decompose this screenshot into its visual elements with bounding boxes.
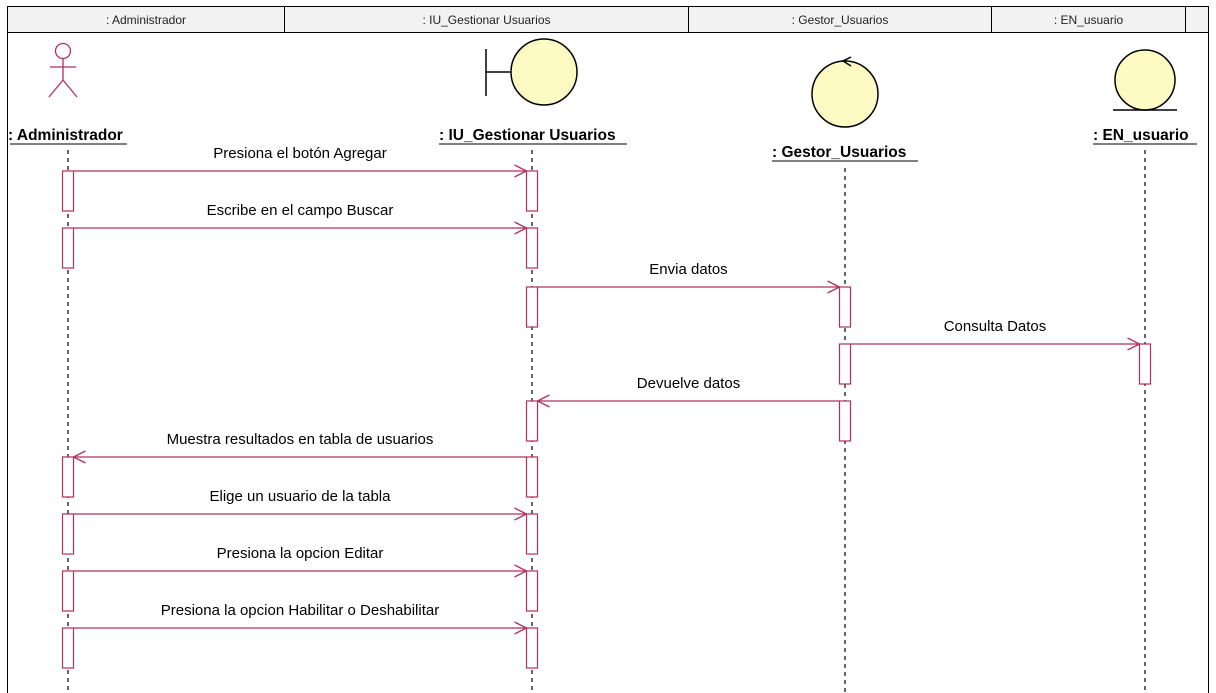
activation-bar-iu [525,513,539,555]
message-7[interactable]: Elige un usuario de la tabla [73,488,528,521]
message-label: Envia datos [649,261,727,278]
message-label: Devuelve datos [637,375,740,392]
entity-icon [1113,49,1177,111]
message-label: Muestra resultados en tabla de usuarios [167,431,434,448]
arrowhead-icon [514,621,528,635]
boundary-icon [485,38,578,106]
activation-bar-administrador [61,627,75,669]
arrowhead-icon [514,164,528,178]
message-label: Escribe en el campo Buscar [207,202,394,219]
activation-bar-gestor [838,400,852,442]
object-name-en: : EN_usuario [1093,127,1189,144]
message-label: Consulta Datos [944,318,1047,335]
header-cell-gestor[interactable]: : Gestor_Usuarios [689,7,992,32]
message-label: Presiona la opcion Editar [217,545,384,562]
activation-bar-iu [525,400,539,442]
message-label: Presiona la opcion Habilitar o Deshabili… [161,602,439,619]
message-4[interactable]: Consulta Datos [850,318,1141,351]
message-6[interactable]: Muestra resultados en tabla de usuarios [72,431,527,464]
lifeline-header-bar: : Administrador : IU_Gestionar Usuarios … [7,6,1209,33]
arrowhead-icon [72,450,86,464]
activation-bar-administrador [61,570,75,612]
message-label: Elige un usuario de la tabla [210,488,392,505]
activation-bar-administrador [61,513,75,555]
arrowhead-icon [1127,337,1141,351]
activation-bar-iu [525,570,539,612]
actor-administrador[interactable]: : Administrador [8,42,127,145]
object-iu-gestionar-usuarios[interactable]: : IU_Gestionar Usuarios [439,38,627,145]
message-5[interactable]: Devuelve datos [536,375,840,408]
activation-bar-en [1138,343,1152,385]
activation-bar-iu [525,456,539,498]
activation-bar-iu [525,286,539,328]
message-label: Presiona el botón Agregar [213,145,386,162]
header-cell-en[interactable]: : EN_usuario [992,7,1186,32]
activation-bar-iu [525,227,539,269]
arrowhead-icon [514,221,528,235]
message-2[interactable]: Escribe en el campo Buscar [73,202,528,235]
activation-bars [61,170,1152,669]
activation-bar-gestor [838,286,852,328]
activation-bar-gestor [838,343,852,385]
message-1[interactable]: Presiona el botón Agregar [73,145,528,178]
activation-bar-administrador [61,456,75,498]
message-9[interactable]: Presiona la opcion Habilitar o Deshabili… [73,602,528,635]
header-cell-iu[interactable]: : IU_Gestionar Usuarios [285,7,689,32]
arrowhead-icon [514,564,528,578]
control-icon [811,56,879,128]
activation-bar-administrador [61,170,75,212]
arrowhead-icon [514,507,528,521]
object-gestor-usuarios[interactable]: : Gestor_Usuarios [772,56,918,162]
message-3[interactable]: Envia datos [537,261,841,294]
object-en-usuario[interactable]: : EN_usuario [1093,49,1197,145]
activation-bar-administrador [61,227,75,269]
stick-figure-icon [48,42,78,98]
header-cell-administrador[interactable]: : Administrador [8,7,285,32]
object-name-gestor: : Gestor_Usuarios [772,144,906,161]
actor-name-administrador: : Administrador [8,127,123,144]
message-8[interactable]: Presiona la opcion Editar [73,545,528,578]
activation-bar-iu [525,627,539,669]
arrowhead-icon [536,394,550,408]
activation-bar-iu [525,170,539,212]
object-name-iu: : IU_Gestionar Usuarios [439,127,616,144]
arrowhead-icon [827,280,841,294]
